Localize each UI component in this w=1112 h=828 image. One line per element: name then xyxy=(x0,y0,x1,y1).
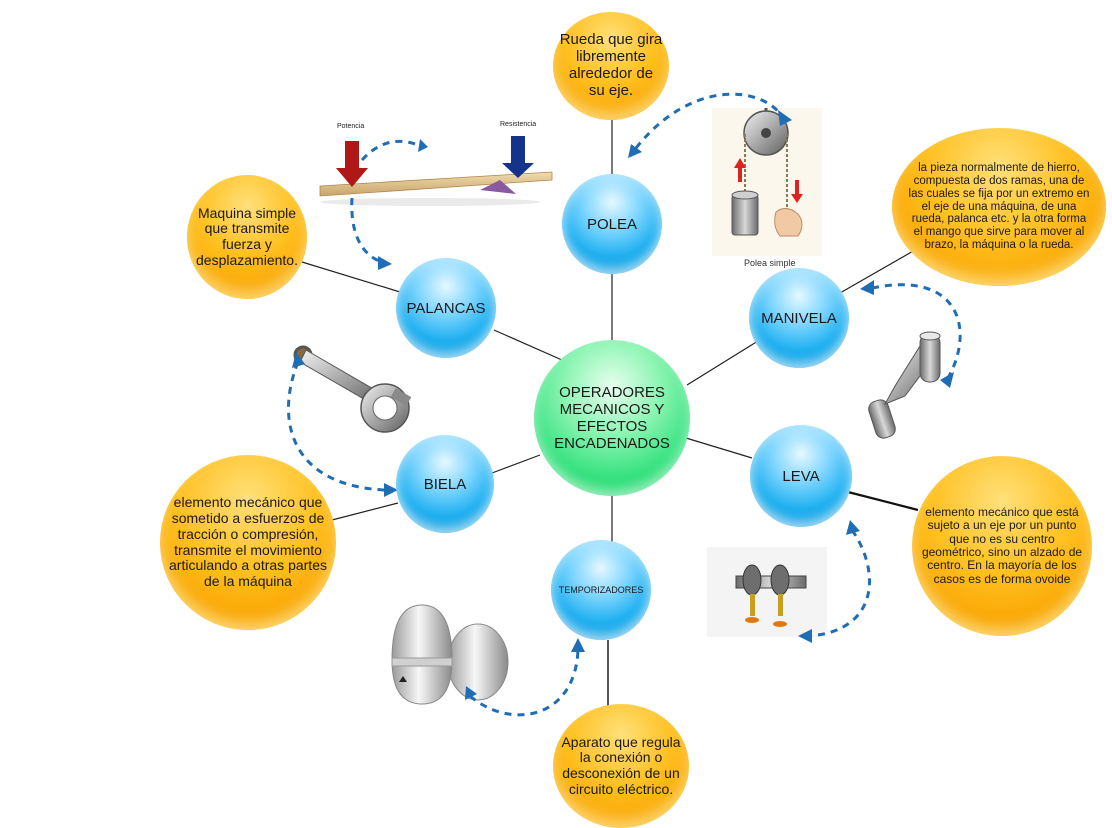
potencia-label: Potencia xyxy=(337,123,365,130)
dashed-arrow-polea xyxy=(634,92,784,149)
definition-leva: elemento mecánico que está sujeto a un e… xyxy=(912,456,1092,636)
node-polea-label: POLEA xyxy=(586,215,638,233)
dashed-arrow-manivela xyxy=(871,283,962,379)
line-biela-definition xyxy=(331,502,399,521)
potencia-arrow-icon xyxy=(336,141,368,187)
lever-illustration xyxy=(319,136,553,206)
fulcrum-icon xyxy=(480,180,516,194)
definition-leva-text: elemento mecánico que está sujeto a un e… xyxy=(921,504,1083,586)
dashed-arrow-temporizadores xyxy=(469,649,580,717)
definition-temporizadores: Aparato que regula la conexión o descone… xyxy=(553,704,689,828)
line-palancas-definition xyxy=(301,261,401,293)
dashed-arrow-leva xyxy=(809,529,871,638)
arrowhead-icon xyxy=(940,372,954,388)
crank-illustration xyxy=(868,331,941,439)
line-center-biela xyxy=(491,454,541,474)
arrowhead-icon xyxy=(798,629,812,643)
dashed-arrow-lever-top xyxy=(360,139,419,162)
arrowhead-icon xyxy=(378,256,392,270)
node-biela-label: BIELA xyxy=(423,475,467,493)
arrowhead-icon xyxy=(846,520,860,535)
node-palancas: PALANCAS xyxy=(396,258,496,358)
cam-illustration xyxy=(707,547,827,637)
pulley-illustration xyxy=(712,108,822,256)
definition-biela-text: elemento mecánico que sometido a esfuerz… xyxy=(169,494,327,589)
line-leva-definition xyxy=(847,490,919,512)
egg-timer-illustration xyxy=(391,604,509,705)
node-manivela: MANIVELA xyxy=(749,268,849,368)
definition-temporizadores-text: Aparato que regula la conexión o descone… xyxy=(561,733,681,797)
node-polea: POLEA xyxy=(562,174,662,274)
node-temporizadores: TEMPORIZADORES xyxy=(551,540,651,640)
arrowhead-icon xyxy=(628,144,642,158)
line-center-manivela xyxy=(686,340,759,386)
arrowhead-icon xyxy=(778,110,792,126)
connecting-rod-illustration xyxy=(293,345,412,433)
node-biela: BIELA xyxy=(396,435,494,533)
arrowhead-icon xyxy=(384,483,398,497)
node-manivela-label: MANIVELA xyxy=(761,309,837,327)
definition-manivela: la pieza normalmente de hierro, compuest… xyxy=(892,128,1106,286)
node-temporizadores-label: TEMPORIZADORES xyxy=(558,585,644,595)
definition-palancas-text: Maquina simple que transmite fuerza y de… xyxy=(196,204,298,268)
dashed-arrow-lever-down xyxy=(350,197,383,264)
definition-polea-text: Rueda que gira libremente alrededor de s… xyxy=(559,31,663,99)
line-manivela-definition xyxy=(839,249,916,294)
node-palancas-label: PALANCAS xyxy=(406,299,486,317)
node-leva-label: LEVA xyxy=(782,467,820,485)
line-center-leva xyxy=(685,437,753,459)
definition-biela: elemento mecánico que sometido a esfuerz… xyxy=(160,455,336,630)
definition-palancas: Maquina simple que transmite fuerza y de… xyxy=(187,175,307,299)
definition-manivela-text: la pieza normalmente de hierro, compuest… xyxy=(908,161,1090,252)
node-leva: LEVA xyxy=(750,425,852,527)
arrowhead-icon xyxy=(860,280,874,295)
arrowhead-icon xyxy=(465,686,477,700)
definition-polea: Rueda que gira libremente alrededor de s… xyxy=(553,12,669,120)
resistencia-arrow-icon xyxy=(502,136,534,178)
arrowhead-icon xyxy=(571,638,585,652)
arrowhead-icon xyxy=(292,352,305,368)
pulley-caption: Polea simple xyxy=(744,258,796,268)
line-center-palancas xyxy=(493,329,563,361)
center-node-label: OPERADORES MECANICOS Y EFECTOS ENCADENAD… xyxy=(554,383,670,453)
resistencia-label: Resistencia xyxy=(500,121,537,128)
arrowhead-icon xyxy=(418,139,428,152)
center-node: OPERADORES MECANICOS Y EFECTOS ENCADENAD… xyxy=(534,340,690,496)
dashed-arrow-biela xyxy=(286,361,385,492)
